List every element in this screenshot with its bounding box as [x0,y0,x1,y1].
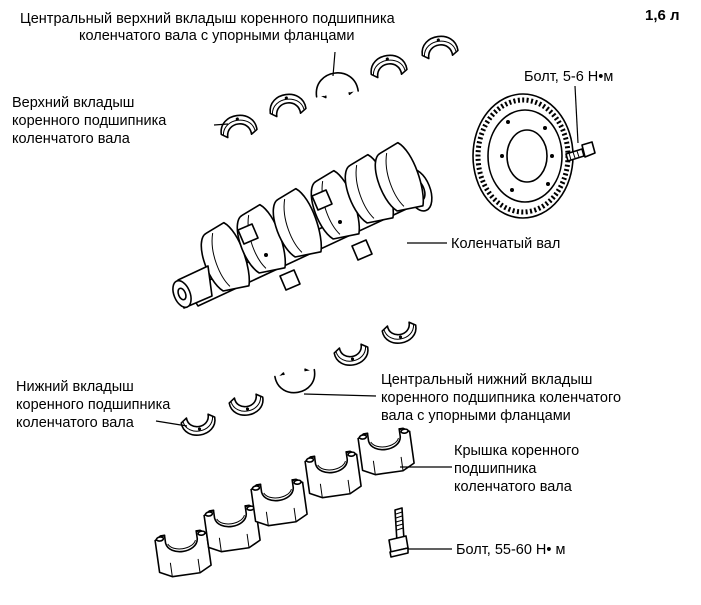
flywheel-bolt-part [565,141,596,162]
label-line: коренного подшипника [16,397,171,413]
bearing-cap-1 [153,528,213,580]
reluctor-ring [472,93,574,219]
leader-lines [155,51,579,550]
upper-shell-central-flanged [315,72,359,100]
label-lower-shell: Нижний вкладыш коренного подшипника коле… [16,379,171,431]
label-bearing-cap: Крышка коренного подшипника коленчатого … [454,443,579,495]
lower-shell-4 [332,342,372,369]
lower-bearing-shells [179,320,420,439]
label-line: подшипника [454,461,537,477]
lower-shell-2 [227,392,267,419]
bearing-cap-2 [202,503,262,555]
cap-bolt-part [388,507,409,558]
label-line: Крышка коренного [454,443,579,459]
label-line: коренного подшипника [12,113,167,129]
label-flywheel-bolt: Болт, 5-6 Н•м [524,69,613,85]
lower-shell-5 [380,320,420,347]
upper-shell-4 [368,52,409,80]
label-line: коленчатого вала [454,479,573,495]
bearing-cap-5 [356,426,416,478]
label-cap-bolt: Болт, 55-60 Н• м [456,542,565,558]
upper-bearing-shells [218,33,460,140]
label-line: вала с упорными фланцами [381,408,571,424]
label-crankshaft: Коленчатый вал [451,236,560,252]
upper-shell-5 [419,33,460,61]
label-line: Верхний вкладыш [12,95,134,111]
label-line: коленчатого вала с упорными фланцами [79,28,354,44]
label-upper-shell: Верхний вкладыш коренного подшипника кол… [12,95,167,147]
label-line: Нижний вкладыш [16,379,134,395]
main-bearing-caps [153,426,416,580]
engine-variant-label: 1,6 л [645,7,680,24]
bearing-cap-4 [303,449,363,501]
label-upper-central-shell: Центральный верхний вкладыш коренного по… [20,11,396,44]
upper-shell-1 [218,112,259,140]
label-line: коренного подшипника коленчатого [381,390,621,406]
label-line: Центральный нижний вкладыш [381,372,592,388]
label-line: Центральный верхний вкладыш коренного по… [20,11,396,27]
bearing-cap-3 [249,477,309,529]
upper-shell-2 [267,91,308,119]
lower-shell-central-flanged [274,367,316,394]
label-line: коленчатого вала [12,131,131,147]
label-lower-central-shell: Центральный нижний вкладыш коренного под… [381,372,621,424]
label-line: коленчатого вала [16,415,135,431]
crankshaft-part [172,138,433,309]
